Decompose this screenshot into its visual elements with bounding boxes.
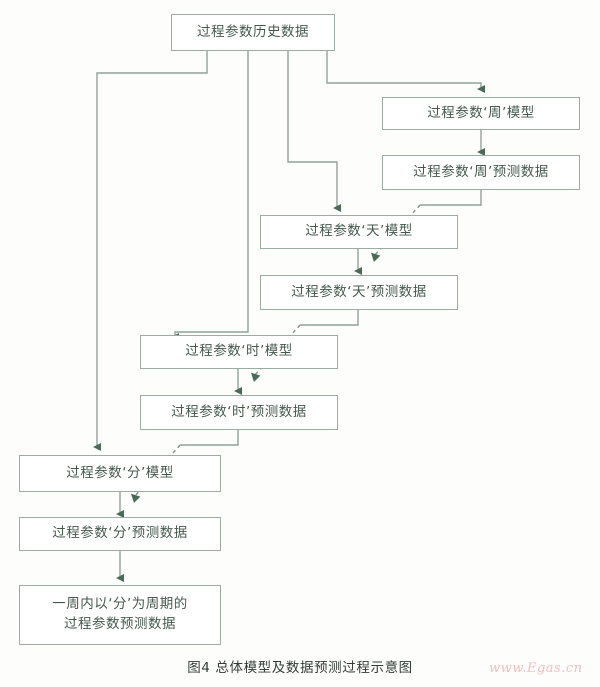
node-hour-model[interactable]: 过程参数‘时’模型 (140, 335, 338, 369)
figure-caption: 图4 总体模型及数据预测过程示意图 (187, 660, 413, 676)
node-source[interactable]: 过程参数历史数据 (171, 14, 335, 51)
node-week-pred[interactable]: 过程参数‘周’预测数据 (382, 155, 580, 190)
edge-source-to-day-model (287, 51, 341, 212)
edge-week-pred-elbow (420, 190, 482, 206)
node-week-model[interactable]: 过程参数‘周’模型 (382, 97, 580, 130)
node-day-model[interactable]: 过程参数‘天’模型 (260, 215, 458, 249)
edge-source-to-hour-model (171, 51, 249, 341)
site-watermark: www.Egas.cn (489, 661, 583, 676)
node-day-model-label: 过程参数‘天’模型 (305, 223, 413, 240)
edge-source-to-week-model (326, 51, 485, 93)
node-minute-pred[interactable]: 过程参数‘分’预测数据 (19, 517, 221, 551)
node-week-pred-label: 过程参数‘周’预测数据 (413, 163, 549, 180)
node-minute-model-label: 过程参数‘分’模型 (66, 464, 174, 481)
edge-hour-pred-elbow (180, 430, 239, 446)
node-source-label: 过程参数历史数据 (197, 23, 309, 40)
node-week-model-label: 过程参数‘周’模型 (427, 104, 535, 121)
node-day-pred-label: 过程参数‘天’预测数据 (291, 283, 427, 300)
node-day-pred[interactable]: 过程参数‘天’预测数据 (260, 275, 458, 310)
edge-source-to-minute-model (93, 51, 208, 451)
node-result[interactable]: 一周内以‘分’为周期的 过程参数预测数据 (19, 585, 221, 645)
node-minute-pred-label: 过程参数‘分’预测数据 (52, 525, 188, 542)
node-hour-model-label: 过程参数‘时’模型 (185, 343, 293, 360)
node-hour-pred-label: 过程参数‘时’预测数据 (171, 403, 307, 420)
node-minute-model[interactable]: 过程参数‘分’模型 (19, 455, 221, 492)
edge-day-pred-elbow (300, 310, 359, 326)
node-hour-pred[interactable]: 过程参数‘时’预测数据 (140, 395, 338, 430)
node-result-label: 一周内以‘分’为周期的 过程参数预测数据 (52, 596, 188, 632)
